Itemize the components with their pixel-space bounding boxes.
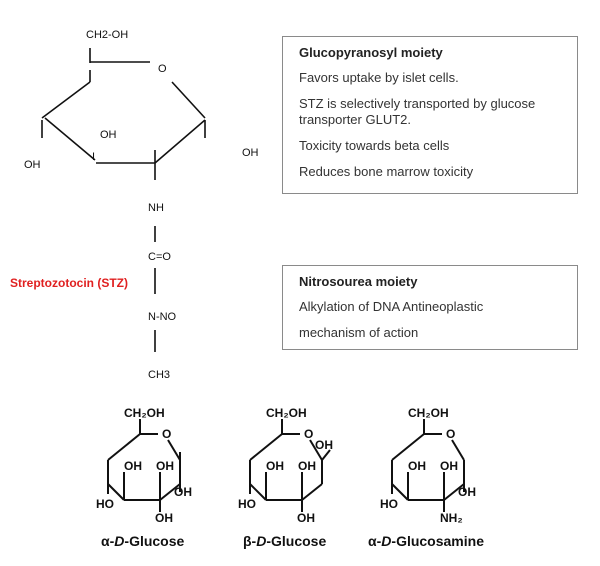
sugar2-oh-c1: OH xyxy=(315,438,333,452)
sugar3-oh-c4: OH xyxy=(408,459,426,473)
sugar3-ring-o: O xyxy=(446,427,455,441)
glucopyranosyl-box: Glucopyranosyl moiety Favors uptake by i… xyxy=(282,36,578,194)
sugar3-ch2oh: CH₂OH xyxy=(408,406,449,420)
sugar3-oh-c1: OH xyxy=(458,485,476,499)
stz-left-oh: OH xyxy=(24,159,41,171)
sugar-alpha-glucosamine xyxy=(391,419,465,512)
glucopyranosyl-item: Reduces bone marrow toxicity xyxy=(299,164,474,179)
stz-carbonyl: C=O xyxy=(148,251,171,263)
caption-alpha-glucose: α-D-Glucose xyxy=(101,533,185,549)
sugar3-oh-c2: OH xyxy=(440,459,458,473)
streptozotocin-label: Streptozotocin (STZ) xyxy=(10,276,128,290)
glucopyranosyl-item: Favors uptake by islet cells. xyxy=(299,70,459,85)
ring-left-bottom-bond xyxy=(44,117,96,161)
stz-inner-mark: I xyxy=(92,151,95,163)
sugar2-ho: HO xyxy=(238,497,256,511)
stz-nitroso: N-NO xyxy=(148,311,177,323)
sugar3-nh2: NH₂ xyxy=(440,511,463,525)
stz-ring xyxy=(41,48,206,352)
stz-ring-oxygen: O xyxy=(158,63,167,75)
sugar1-oh-c4: OH xyxy=(124,459,142,473)
sugar-alpha-glucose xyxy=(107,419,181,512)
sugar1-oh-c1: OH xyxy=(174,485,192,499)
nitrosourea-item: mechanism of action xyxy=(299,325,419,340)
nitrosourea-title: Nitrosourea moiety xyxy=(299,274,418,289)
glucopyranosyl-title: Glucopyranosyl moiety xyxy=(299,45,443,60)
caption-alpha-glucosamine: α-D-Glucosamine xyxy=(368,533,484,549)
sugar2-ring-o: O xyxy=(304,427,313,441)
sugar1-ho: HO xyxy=(96,497,114,511)
sugar2-oh-c3: OH xyxy=(297,511,315,525)
sugar1-ring-o: O xyxy=(162,427,171,441)
sugar1-oh-c2: OH xyxy=(156,459,174,473)
caption-beta-glucose: β-D-Glucose xyxy=(243,533,326,549)
glucopyranosyl-item: Toxicity towards beta cells xyxy=(299,138,450,153)
stz-methyl: CH3 xyxy=(148,369,170,381)
nitrosourea-item: Alkylation of DNA Antineoplastic xyxy=(299,299,484,314)
sugar1-oh-c3: OH xyxy=(155,511,173,525)
sugar1-ch2oh: CH₂OH xyxy=(124,406,165,420)
sugar2-oh-c4: OH xyxy=(266,459,284,473)
ring-right-bottom-bond xyxy=(154,119,206,164)
sugar2-oh-c2: OH xyxy=(298,459,316,473)
ring-o-right-bond xyxy=(171,81,206,119)
stz-right-oh: OH xyxy=(242,147,259,159)
ring-left-top-bond xyxy=(41,81,91,119)
nitrosourea-box: Nitrosourea moiety Alkylation of DNA Ant… xyxy=(282,265,578,350)
stz-inner-oh: OH xyxy=(100,129,117,141)
sugar2-ch2oh: CH₂OH xyxy=(266,406,307,420)
sugar3-ho: HO xyxy=(380,497,398,511)
sugar-beta-glucose xyxy=(249,419,331,512)
glucopyranosyl-item: STZ is selectively transported by glucos… xyxy=(299,96,536,127)
stz-ch2oh-label: CH2-OH xyxy=(86,29,128,41)
stz-nh: NH xyxy=(148,202,164,214)
